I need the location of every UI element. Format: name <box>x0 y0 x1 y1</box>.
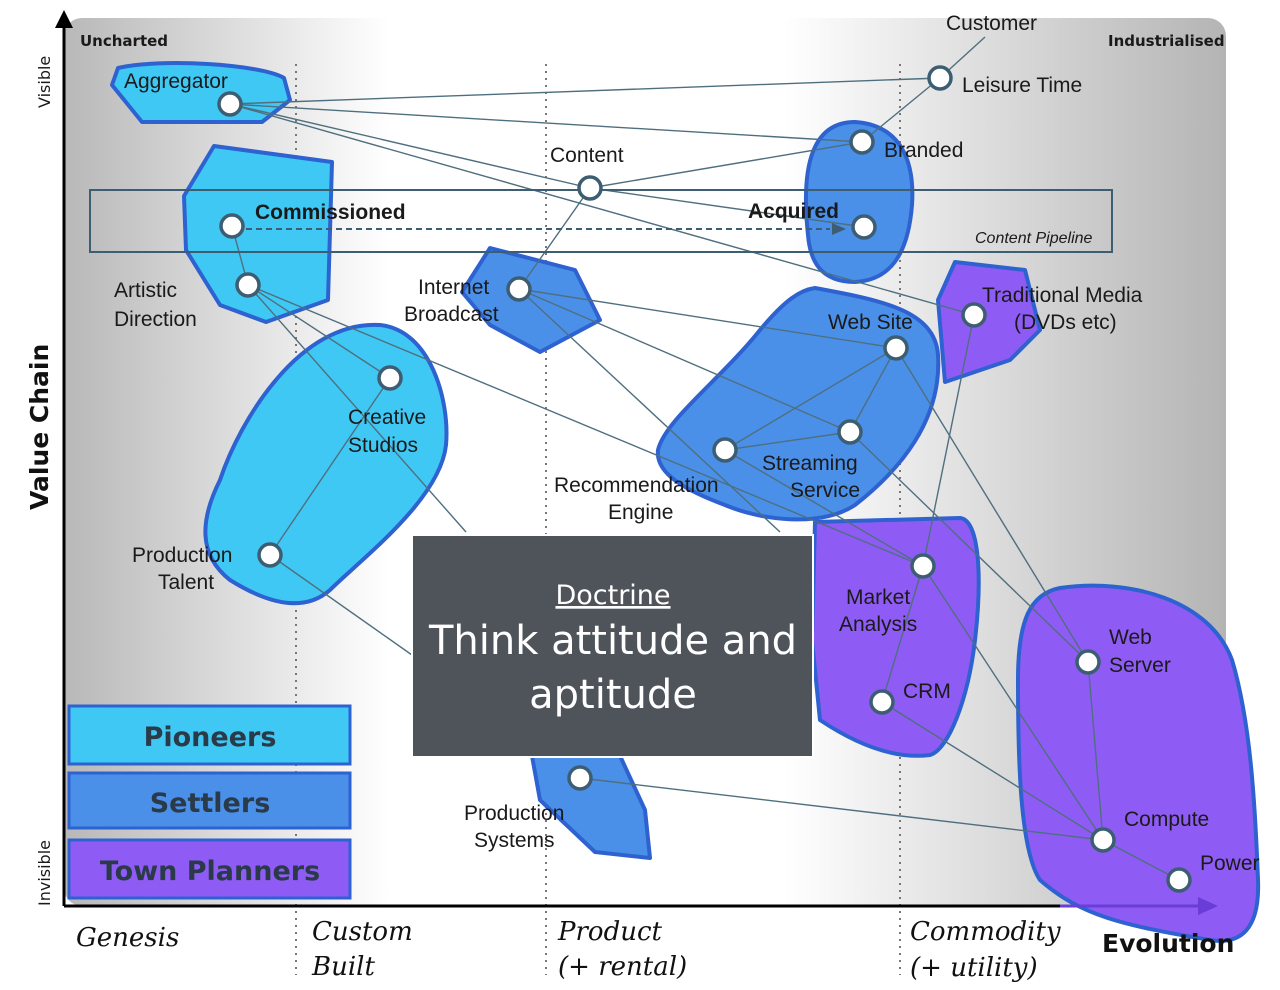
node-acquired <box>851 214 877 240</box>
node-internet-broadcast <box>506 276 532 302</box>
node-artistic-direction <box>235 272 261 298</box>
legend-settlers <box>67 771 352 830</box>
uncharted-label: Uncharted <box>80 32 168 50</box>
node-market-analysis <box>910 553 936 579</box>
doctrine-panel: Doctrine Think attitude and aptitude <box>411 534 814 758</box>
node-branded <box>849 129 875 155</box>
production-systems-label-2: Systems <box>474 829 555 852</box>
node-production-systems <box>567 765 593 791</box>
web-server-label-1: Web <box>1109 626 1152 649</box>
cluster-traditional <box>936 260 1042 384</box>
web-server-label-2: Server <box>1109 654 1171 677</box>
traditional-media-label-2: (DVDs etc) <box>1014 311 1117 334</box>
traditional-media-label-1: Traditional Media <box>982 284 1143 307</box>
commissioned-label: Commissioned <box>255 201 406 224</box>
creative-studios-label-1: Creative <box>348 406 426 429</box>
internet-broadcast-label-1: Internet <box>418 276 489 299</box>
artistic-direction-label-1: Artistic <box>114 279 177 302</box>
internet-broadcast-label-2: Broadcast <box>404 303 499 326</box>
production-systems-label-1: Production <box>464 802 564 825</box>
legend-town-planners <box>67 838 352 900</box>
legend-pioneers-label: Pioneers <box>144 722 277 753</box>
node-production-talent <box>257 542 283 568</box>
cluster-branded <box>803 120 915 284</box>
legend-pioneers <box>67 704 352 766</box>
compute-label: Compute <box>1124 808 1209 831</box>
creative-studios-label-2: Studios <box>348 434 418 457</box>
node-commissioned <box>219 213 245 239</box>
aggregator-label: Aggregator <box>124 70 228 93</box>
node-leisure-time <box>927 65 953 91</box>
stage-custom-2: Built <box>311 952 375 982</box>
industrialised-label: Industrialised <box>1108 32 1225 50</box>
node-web-server <box>1075 649 1101 675</box>
stage-product-1: Product <box>557 917 663 947</box>
legend-town-planners-label: Town Planners <box>100 856 320 887</box>
stage-genesis: Genesis <box>76 923 179 953</box>
node-crm <box>869 689 895 715</box>
node-recommendation-engine <box>712 437 738 463</box>
artistic-direction-label-2: Direction <box>114 308 197 331</box>
web-site-label: Web Site <box>828 311 913 334</box>
node-web-site <box>883 335 909 361</box>
power-label: Power <box>1200 852 1260 875</box>
production-talent-label-1: Production <box>132 544 232 567</box>
evolution-label: Evolution <box>1102 929 1234 958</box>
streaming-service-label-2: Service <box>790 479 860 502</box>
value-chain-label: Value Chain <box>25 344 54 510</box>
doctrine-background <box>411 534 814 758</box>
pipeline-arrow-head <box>832 223 846 235</box>
node-streaming-service <box>837 419 863 445</box>
invisible-label: Invisible <box>35 840 54 906</box>
crm-label: CRM <box>903 680 951 703</box>
content-pipeline-label: Content Pipeline <box>975 230 1093 247</box>
streaming-service-label-1: Streaming <box>762 452 858 475</box>
visible-label: Visible <box>35 56 54 108</box>
nodes <box>217 65 1192 893</box>
clusters <box>110 61 1261 943</box>
cluster-creative <box>203 322 449 606</box>
customer-label: Customer <box>946 12 1037 35</box>
acquired-label: Acquired <box>748 200 839 223</box>
node-traditional-media <box>961 302 987 328</box>
leisure-time-label: Leisure Time <box>962 74 1082 97</box>
market-analysis-label-2: Analysis <box>839 613 917 636</box>
legend: Pioneers Settlers Town Planners <box>67 704 352 900</box>
node-content <box>577 175 603 201</box>
content-label: Content <box>550 144 624 167</box>
production-talent-label-2: Talent <box>158 571 214 594</box>
node-creative-studios <box>377 365 403 391</box>
x-axis-arrow <box>1198 897 1218 915</box>
doctrine-line-1: Think attitude and <box>428 618 797 664</box>
stage-custom-1: Custom <box>312 917 413 947</box>
node-labels: Customer Leisure Time Aggregator Branded… <box>114 12 1260 875</box>
recommendation-engine-label-1: Recommendation <box>554 474 719 497</box>
node-power <box>1166 867 1192 893</box>
cluster-webserver <box>1016 583 1261 943</box>
legend-settlers-label: Settlers <box>150 788 271 819</box>
node-aggregator <box>217 91 243 117</box>
cluster-market <box>810 516 981 758</box>
stage-commodity-2: (+ utility) <box>910 953 1038 983</box>
node-compute <box>1090 827 1116 853</box>
y-axis-arrow <box>55 10 73 28</box>
recommendation-engine-label-2: Engine <box>608 501 673 524</box>
stage-product-2: (+ rental) <box>558 952 687 982</box>
branded-label: Branded <box>884 139 963 162</box>
doctrine-line-2: aptitude <box>529 672 697 718</box>
market-analysis-label-1: Market <box>846 586 910 609</box>
stage-commodity-1: Commodity <box>910 917 1061 947</box>
doctrine-title: Doctrine <box>555 580 670 611</box>
